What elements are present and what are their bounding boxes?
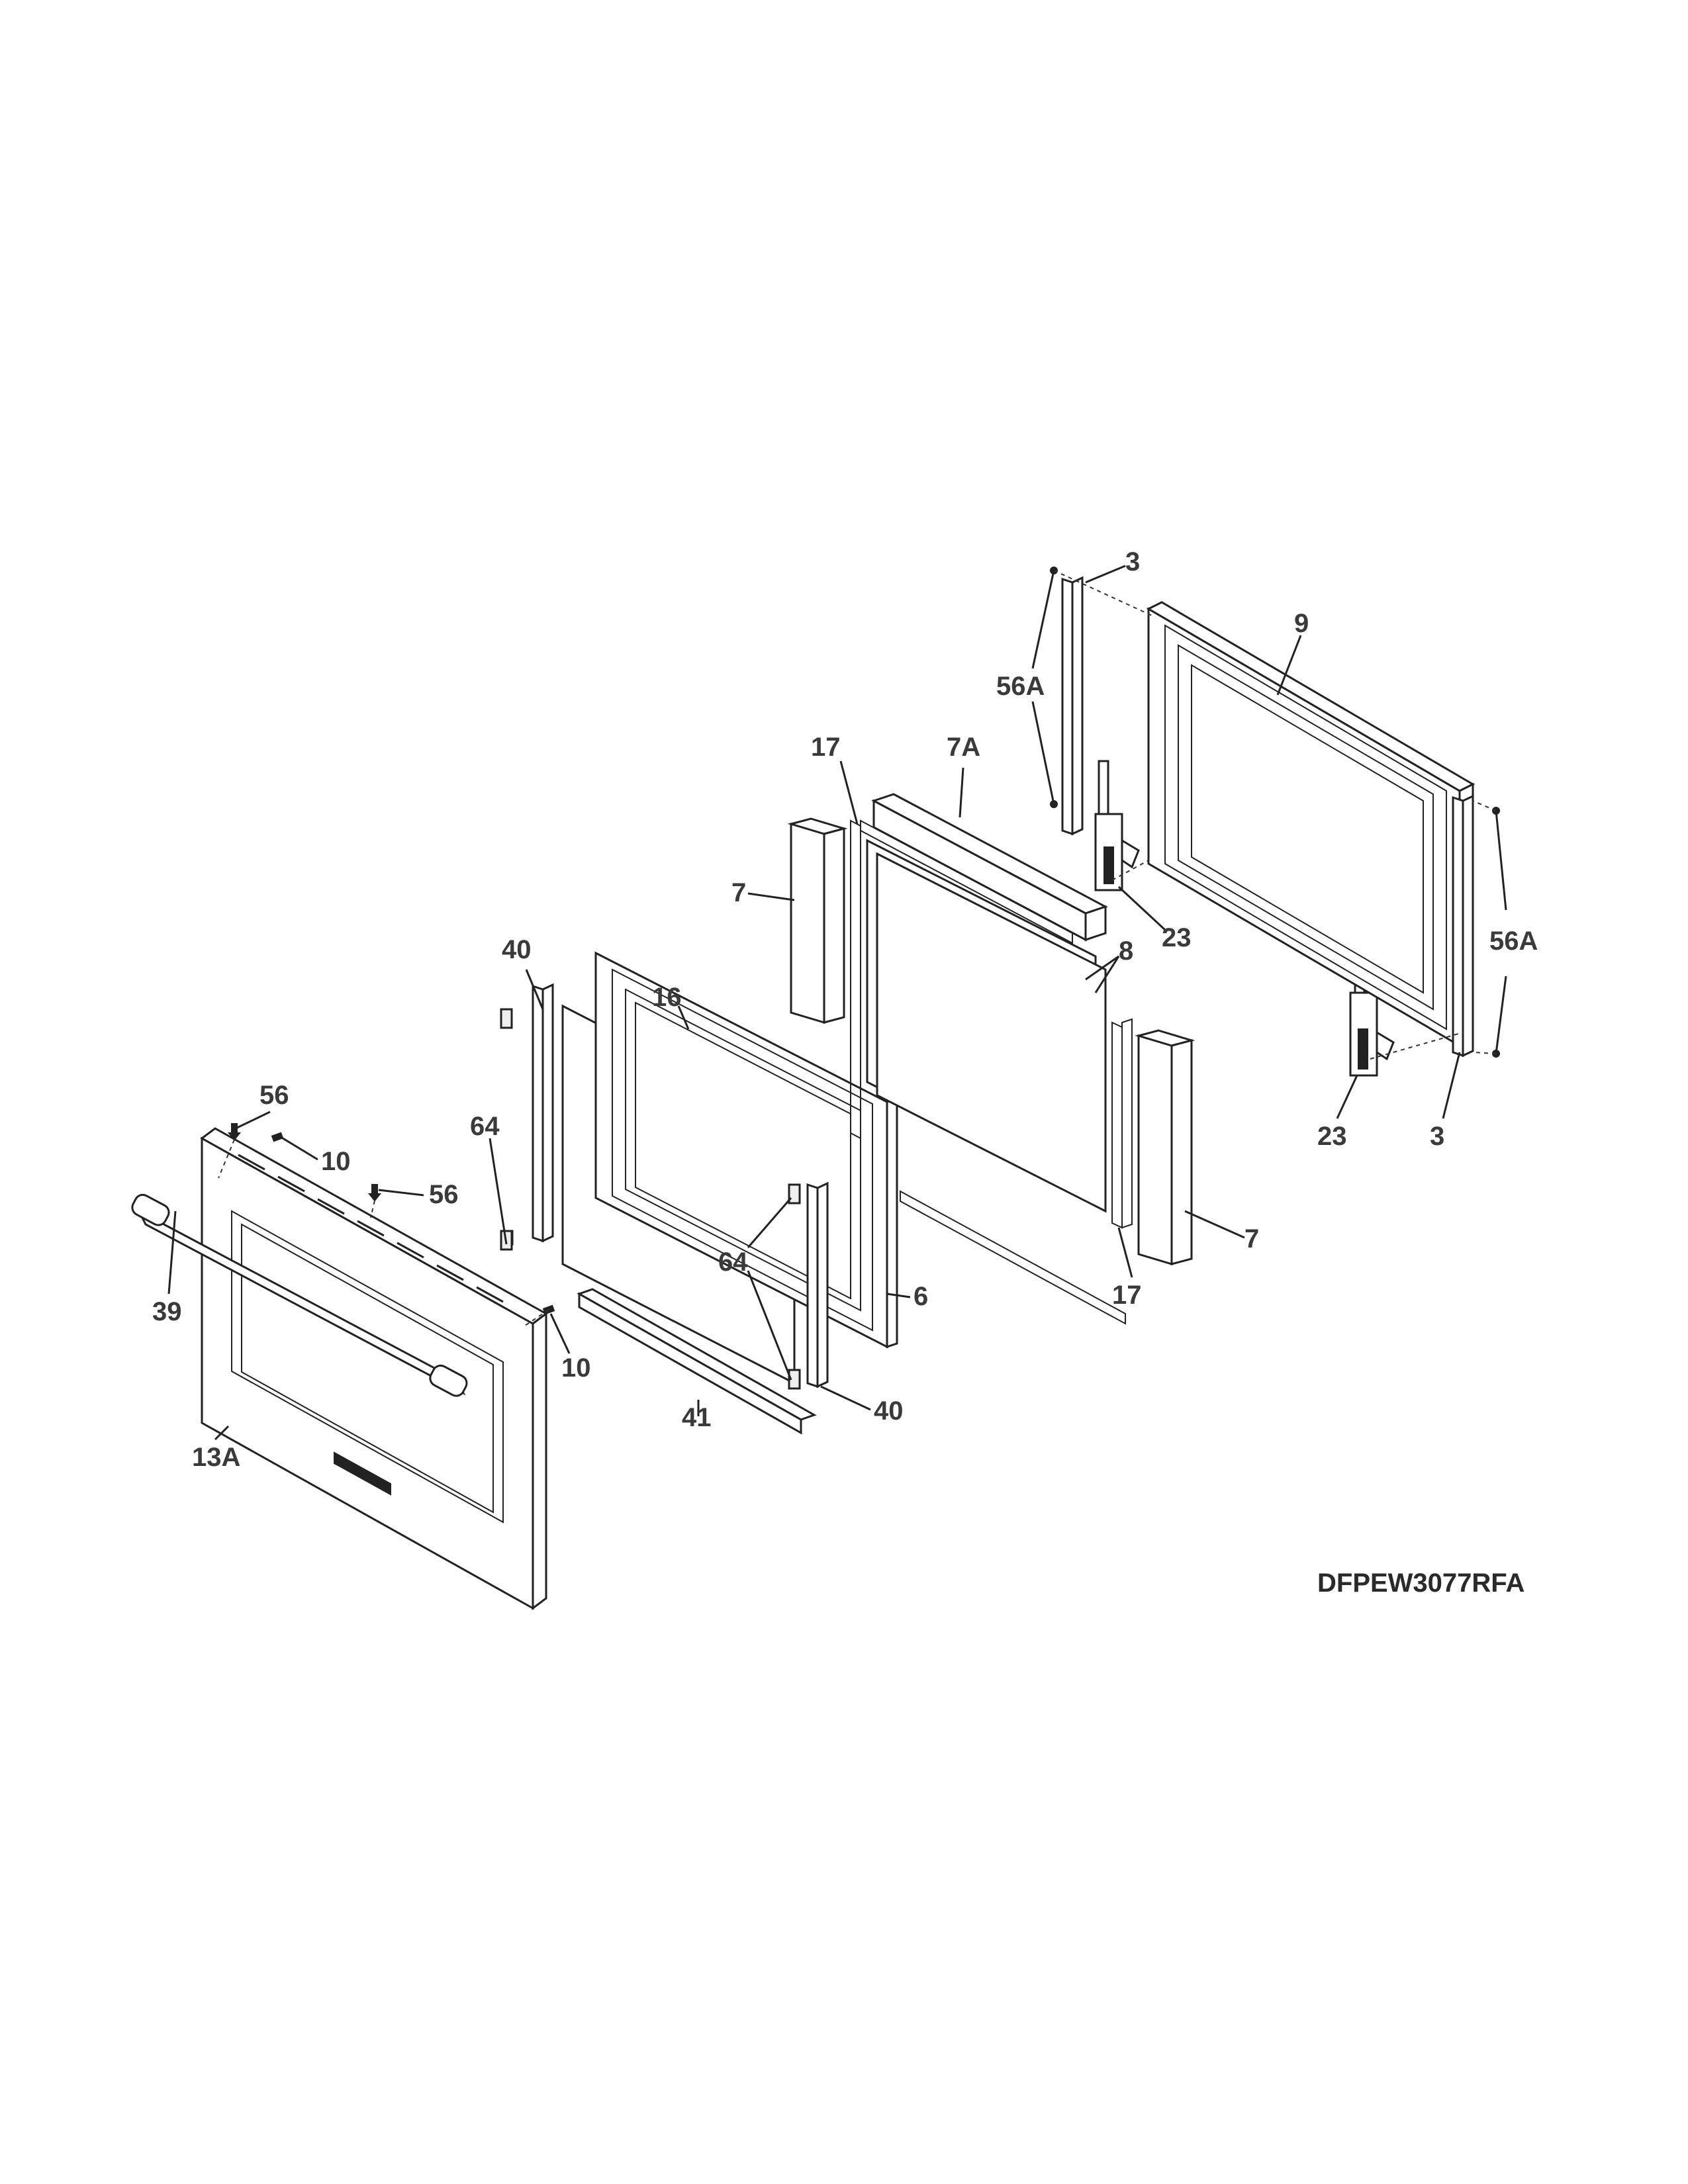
insulation-7-left bbox=[787, 817, 848, 1024]
callout-40-bottom: 40 bbox=[874, 1396, 904, 1426]
callout-7-left: 7 bbox=[731, 878, 746, 907]
callout-56-mid: 56 bbox=[429, 1180, 459, 1209]
callout-39: 39 bbox=[152, 1297, 182, 1326]
callout-56A-right: 56A bbox=[1489, 927, 1538, 956]
callout-64-right: 64 bbox=[718, 1248, 748, 1277]
gasket-17-right bbox=[1111, 1018, 1133, 1229]
side-bracket-3-top bbox=[1061, 576, 1084, 836]
callout-13A: 13A bbox=[192, 1443, 240, 1472]
callout-23-top: 23 bbox=[1162, 923, 1192, 952]
model-number: DFPEW3077RFA bbox=[1317, 1569, 1524, 1598]
bottom-trim-41 bbox=[577, 1288, 817, 1435]
insulation-7A bbox=[871, 793, 1108, 942]
callout-17-bottom: 17 bbox=[1112, 1281, 1142, 1310]
callout-40-top: 40 bbox=[502, 935, 532, 964]
hinge-23-top bbox=[1094, 760, 1140, 891]
callout-10-bottom: 10 bbox=[561, 1353, 591, 1383]
leader-lines bbox=[167, 565, 1507, 1441]
callout-6: 6 bbox=[914, 1282, 928, 1311]
assembly-lines bbox=[218, 570, 1497, 1328]
screw-10-top bbox=[271, 1132, 284, 1142]
callout-41: 41 bbox=[682, 1403, 712, 1432]
callout-9: 9 bbox=[1294, 609, 1309, 638]
brand-badge bbox=[334, 1451, 391, 1496]
screw-56-mid bbox=[367, 1184, 382, 1202]
callout-23-bottom: 23 bbox=[1317, 1122, 1347, 1151]
outer-door-panel bbox=[200, 1127, 548, 1610]
side-trim-40-left bbox=[532, 983, 554, 1243]
callout-7-right: 7 bbox=[1244, 1224, 1259, 1253]
callout-56A-left: 56A bbox=[996, 672, 1045, 701]
callout-7A: 7A bbox=[947, 733, 980, 762]
callout-8: 8 bbox=[1119, 936, 1133, 966]
glass-8 bbox=[866, 839, 1107, 1213]
callout-17-top: 17 bbox=[811, 733, 841, 762]
callout-3-bottom: 3 bbox=[1430, 1122, 1444, 1151]
callout-64-left: 64 bbox=[470, 1112, 500, 1141]
callout-16: 16 bbox=[652, 983, 682, 1012]
clip-64-left bbox=[500, 1008, 513, 1251]
callout-56-top: 56 bbox=[259, 1081, 289, 1110]
callout-10-top: 10 bbox=[321, 1147, 351, 1176]
insulation-7-right bbox=[1135, 1029, 1196, 1266]
clip-64-right bbox=[788, 1183, 801, 1390]
door-handle bbox=[131, 1193, 468, 1397]
door-liner-9 bbox=[1146, 601, 1476, 1048]
callout-3-top: 3 bbox=[1125, 547, 1140, 576]
side-bracket-3-bottom bbox=[1452, 794, 1474, 1058]
door-vent-slots bbox=[238, 1154, 504, 1303]
side-trim-40-right bbox=[806, 1181, 829, 1388]
